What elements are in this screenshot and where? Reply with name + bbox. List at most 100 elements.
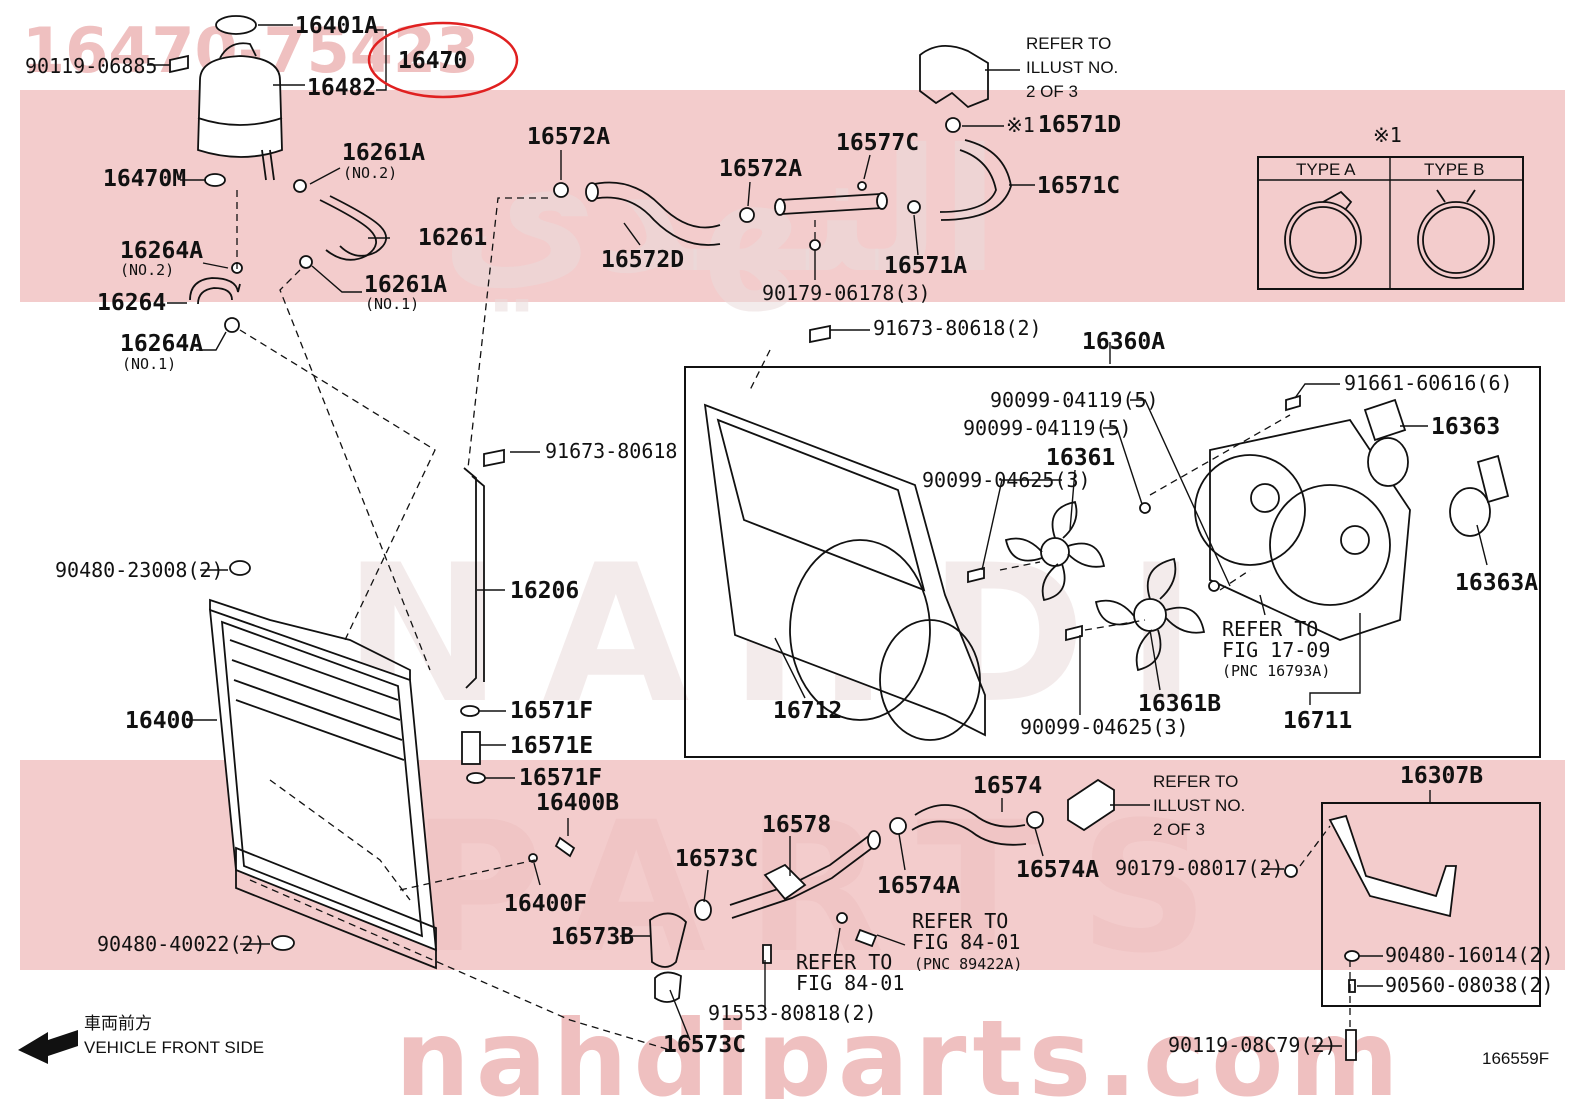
label-16401A: 16401A [295, 13, 378, 39]
label-16712: 16712 [773, 698, 842, 724]
refer-notes: REFER TO ILLUST NO. 2 OF 3 REFER TO ILLU… [796, 34, 1330, 995]
label-16360A: 16360A [1082, 329, 1165, 355]
refer-note-5-line1: REFER TO [796, 950, 892, 974]
reservoir-tank [197, 15, 283, 181]
label-no2-b: (NO.2) [120, 261, 174, 279]
dashed-guides [236, 190, 1351, 1051]
pipe-16578 [729, 830, 881, 919]
label-no2-a: (NO.2) [343, 164, 397, 182]
clamp-16571F-1 [460, 705, 480, 717]
label-90560-08038: 90560-08038(2) [1385, 973, 1554, 997]
collar-90560-08038 [1348, 979, 1356, 993]
label-16572D: 16572D [601, 247, 684, 273]
leader-lines [167, 24, 1488, 1047]
label-16578: 16578 [762, 812, 831, 838]
label-16573C-2: 16573C [663, 1032, 746, 1058]
fan-motor-16363 [1363, 398, 1409, 487]
refer-note-1-line2: ILLUST NO. [1026, 58, 1118, 77]
bolt-90119-08C79 [1345, 1029, 1357, 1061]
label-16363A: 16363A [1455, 570, 1538, 596]
direction-label-en: VEHICLE FRONT SIDE [84, 1038, 264, 1057]
label-16400F: 16400F [504, 891, 587, 917]
highlight-circle [367, 21, 519, 99]
cushion-90480-23008 [229, 560, 251, 576]
label-16711: 16711 [1283, 708, 1352, 734]
label-16574: 16574 [973, 773, 1042, 799]
bracket-assembly-box [1321, 802, 1541, 1007]
fan-motor-16363A [1449, 454, 1510, 537]
refer-note-2-line3: 2 OF 3 [1153, 820, 1205, 839]
front-arrow-icon [18, 1030, 78, 1064]
label-16574A-2: 16574A [1016, 857, 1099, 883]
watermark-arabic: النهدي [441, 113, 999, 312]
refer-note-3-line1: REFER TO [1222, 617, 1318, 641]
bolt-91673-80618 [483, 448, 505, 468]
label-90480-23008: 90480-23008(2) [55, 558, 224, 582]
refer-note-4-line1: REFER TO [912, 909, 1008, 933]
screw-90099-04119-b [1208, 580, 1220, 592]
cushion-90480-40022 [271, 935, 295, 951]
hose-16264 [189, 277, 241, 305]
label-90099-04625-a: 90099-04625(3) [922, 468, 1091, 492]
label-16264A-no2: 16264A [120, 238, 203, 264]
refer-note-1-line3: 2 OF 3 [1026, 82, 1078, 101]
label-16571E: 16571E [510, 733, 593, 759]
hose-16573B [649, 912, 687, 968]
direction-label-jp: 車両前方 [84, 1014, 152, 1033]
water-outlet-ref [919, 45, 989, 109]
water-inlet-ref [1067, 778, 1115, 832]
clamp-16571F-2 [466, 772, 486, 784]
gasket-ref-84-01 [836, 912, 848, 924]
fan-assembly-box [684, 366, 1541, 758]
label-16571A: 16571A [884, 253, 967, 279]
label-16361: 16361 [1046, 445, 1115, 471]
cushion-90480-16014 [1344, 950, 1360, 962]
cushion-16470M [204, 173, 226, 187]
label-90099-04625-b: 90099-04625(3) [1020, 715, 1189, 739]
sensor-ref-84-01 [854, 928, 878, 948]
label-16571F-1: 16571F [510, 698, 593, 724]
label-16577C: 16577C [836, 130, 919, 156]
hose-16572D [553, 181, 755, 246]
label-16264: 16264 [97, 290, 166, 316]
screw-91661-60616 [1285, 394, 1301, 412]
screw-90099-04119-a [1139, 502, 1151, 514]
label-16261A-no2: 16261A [342, 140, 425, 166]
bolt-91673-80618-a [809, 324, 831, 344]
label-91673-80618: 91673-80618 [545, 439, 677, 463]
type-a-label: TYPE A [1296, 160, 1356, 179]
label-90480-40022: 90480-40022(2) [97, 932, 266, 956]
diagram-id: 166559F [1482, 1049, 1549, 1068]
label-90119-06885: 90119-06885 [25, 54, 157, 78]
label-16264A-no1: 16264A [120, 331, 203, 357]
watermark-site: nahdiparts.com [395, 998, 1405, 1099]
label-90099-04119-a: 90099-04119(5) [990, 388, 1159, 412]
refer-note-3-line3: (PNC 16793A) [1222, 662, 1330, 680]
label-no1-b: (NO.1) [122, 355, 176, 373]
clamp-16261A-no2 [293, 179, 307, 193]
label-16572A-1: 16572A [527, 124, 610, 150]
clamp-16573C-2 [654, 971, 682, 1003]
vehicle-front-indicator: 車両前方 VEHICLE FRONT SIDE [18, 1014, 264, 1064]
label-16363: 16363 [1431, 414, 1500, 440]
refer-note-4-line2: FIG 84-01 [912, 930, 1020, 954]
label-16470M: 16470M [103, 166, 186, 192]
label-16573B: 16573B [551, 924, 634, 950]
fan-16361 [1004, 500, 1106, 602]
bolt-90099-04625-b [1065, 624, 1083, 642]
refer-note-3-line2: FIG 17-09 [1222, 638, 1330, 662]
label-16571D: 16571D [1038, 112, 1121, 138]
label-90099-04119-b: 90099-04119(5) [963, 416, 1132, 440]
label-no1-a: (NO.1) [365, 295, 419, 313]
label-16572A-2: 16572A [719, 156, 802, 182]
hose-16571E [461, 731, 481, 765]
label-16571D-mark: ※1 [1006, 113, 1035, 137]
clamp-type-box [1257, 156, 1524, 290]
refer-note-4-line3: (PNC 89422A) [914, 955, 1022, 973]
drain-plug-16400B [554, 836, 576, 858]
clamp-16573C-1 [694, 899, 712, 921]
nut-90179-08017 [1284, 864, 1298, 878]
label-16571F-2: 16571F [519, 765, 602, 791]
